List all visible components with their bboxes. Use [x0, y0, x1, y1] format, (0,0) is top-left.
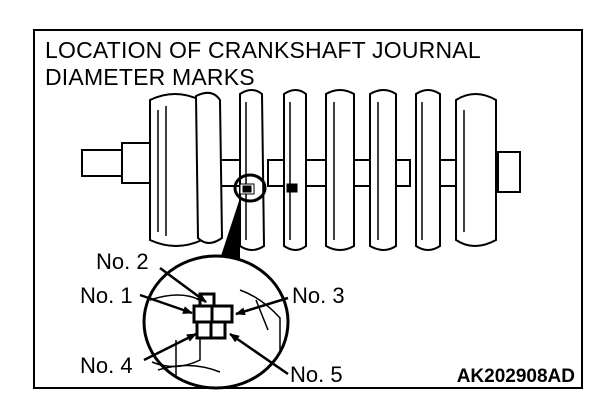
leader-arrows: [139, 266, 289, 376]
mark-box-5: [209, 320, 227, 340]
label-no3: No. 3: [292, 283, 345, 308]
crank-pins: [239, 183, 298, 195]
mark-box-4: [195, 320, 213, 340]
detail-source-circle: [233, 173, 267, 203]
arrow-no4: [143, 332, 197, 362]
web-5: [369, 89, 397, 251]
title-line-1: LOCATION OF CRANKSHAFT JOURNAL: [45, 37, 481, 63]
web-6: [415, 89, 441, 251]
front-journal: [121, 142, 153, 184]
label-no2: No. 2: [96, 249, 149, 274]
rear-flange-journal: [497, 151, 521, 193]
arrow-no3: [235, 296, 289, 316]
web-3: [283, 89, 307, 251]
figure-code: AK202908AD: [456, 366, 575, 387]
mark-box-3: [210, 304, 234, 324]
label-no5: No. 5: [290, 362, 343, 387]
figure-frame: [33, 29, 583, 389]
arrow-no1: [139, 293, 193, 315]
arrow-no5: [229, 332, 289, 376]
snout-journal: [81, 149, 125, 177]
web-shading: [157, 102, 465, 240]
label-no4: No. 4: [80, 353, 133, 378]
web-7: [455, 93, 497, 247]
web-4: [325, 89, 355, 251]
title-line-2: DIAMETER MARKS: [45, 64, 255, 90]
arrow-no2: [159, 266, 207, 304]
callout-wedge: [218, 198, 240, 265]
web-2: [239, 89, 266, 251]
figure-title: LOCATION OF CRANKSHAFT JOURNAL DIAMETER …: [45, 37, 481, 91]
web-1b: [194, 91, 224, 244]
label-no1: No. 1: [80, 283, 133, 308]
mark-box-1: [192, 304, 214, 324]
journal-mark-boxes: [192, 292, 234, 340]
